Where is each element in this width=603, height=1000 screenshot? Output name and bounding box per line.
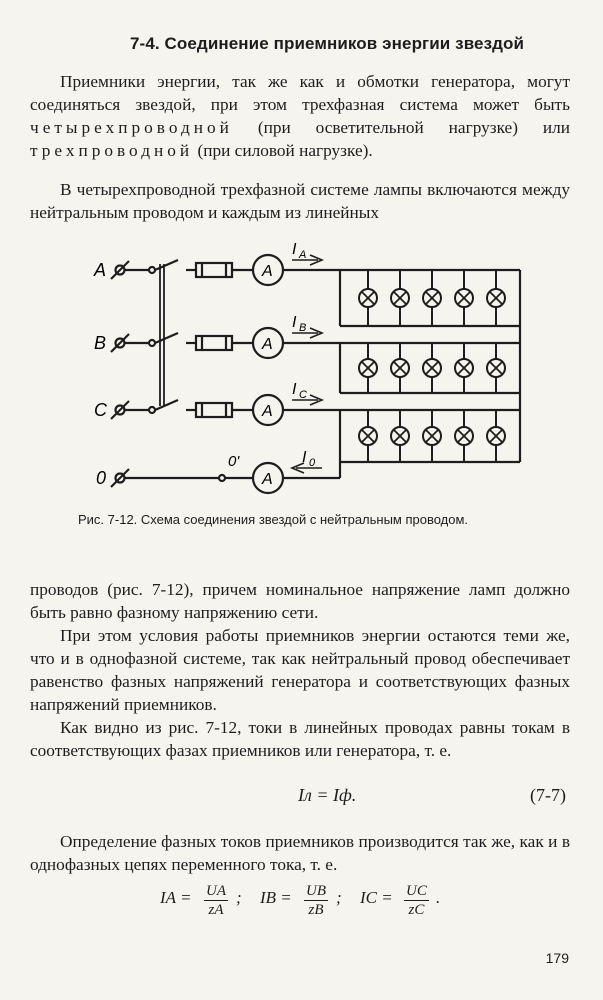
ammeter-neutral: [251, 461, 285, 495]
paragraph-1-spaced-three-wire: трехпроводной: [30, 141, 194, 160]
terminal-label-b: B: [94, 333, 106, 353]
ammeter-a: [251, 253, 285, 287]
paragraph-1-text-c: (при осветительной нагрузке) или: [257, 118, 570, 137]
formula-ub: UB: [304, 883, 328, 901]
equation-7-7: Iл = Iф. (7-7): [30, 785, 570, 811]
page-number: 179: [545, 950, 569, 966]
ammeter-b: [251, 326, 285, 360]
current-label-0-sub: 0: [309, 457, 316, 469]
neutral-point-label: 0': [228, 453, 240, 470]
paragraph-6: Определение фазных токов приемников прои…: [30, 832, 570, 874]
lamp-banks: [358, 270, 506, 462]
terminal-label-a: A: [93, 260, 106, 280]
formula-uc: UC: [404, 883, 429, 901]
phase-current-formula: IA = UA zA ; IB = UB zB ; IC = UC zC .: [160, 883, 460, 938]
ammeter-c: [251, 393, 285, 427]
formula-ia: IA =: [160, 888, 192, 907]
paragraph-3: проводов (рис. 7-12), причем номинальное…: [30, 580, 570, 622]
formula-sep-1: ;: [236, 888, 242, 907]
formula-frac-c: UC zC: [404, 882, 429, 919]
figure-caption: Рис. 7-12. Схема соединения звездой с не…: [78, 512, 469, 527]
formula-za: zA: [208, 902, 224, 918]
paragraph-2: В четырехпроводной трехфазной системе ла…: [30, 180, 570, 222]
ammeter-b-symbol: A: [261, 336, 273, 353]
ammeter-neutral-symbol: A: [261, 471, 273, 488]
current-label-0-main: I: [302, 449, 307, 466]
formula-sep-2: ;: [336, 888, 342, 907]
current-label-a-main: I: [292, 241, 297, 258]
star-connection-diagram: A B C 0 0' A A A A I A I B I C I 0: [93, 241, 522, 495]
terminal-label-c: C: [94, 400, 108, 420]
current-label-c-main: I: [292, 381, 297, 398]
terminal-label-0: 0: [96, 468, 106, 488]
ammeter-a-symbol: A: [261, 263, 273, 280]
equation-text: Iл = Iф.: [298, 785, 357, 805]
current-label-b-sub: B: [299, 322, 306, 334]
paragraph-1-text-a: Приемники энергии, так же как и обмотки …: [30, 72, 570, 114]
paragraph-4: При этом условия работы приемников энерг…: [30, 626, 570, 714]
formula-ic: IC =: [360, 888, 393, 907]
paragraph-1-spaced-four-wire: четырехпроводной: [30, 118, 233, 137]
paragraph-1: Приемники энергии, так же как и обмотки …: [30, 70, 570, 162]
formula-frac-b: UB zB: [304, 882, 328, 919]
current-label-c-sub: C: [299, 389, 307, 401]
formula-ua: UA: [204, 883, 228, 901]
formula-zb: zB: [308, 902, 324, 918]
section-heading: 7-4. Соединение приемников энергии звезд…: [130, 34, 525, 53]
current-label-a-sub: A: [298, 249, 306, 261]
equation-number: (7-7): [530, 785, 566, 805]
formula-zc: zC: [408, 902, 425, 918]
formula-ib: IB =: [260, 888, 292, 907]
paragraph-1-text-e: (при силовой нагрузке).: [197, 141, 373, 160]
paragraph-5: Как видно из рис. 7-12, токи в линейных …: [30, 718, 570, 760]
formula-end: .: [436, 888, 441, 907]
current-label-b-main: I: [292, 314, 297, 331]
formula-frac-a: UA zA: [204, 882, 228, 919]
ammeter-c-symbol: A: [261, 403, 273, 420]
